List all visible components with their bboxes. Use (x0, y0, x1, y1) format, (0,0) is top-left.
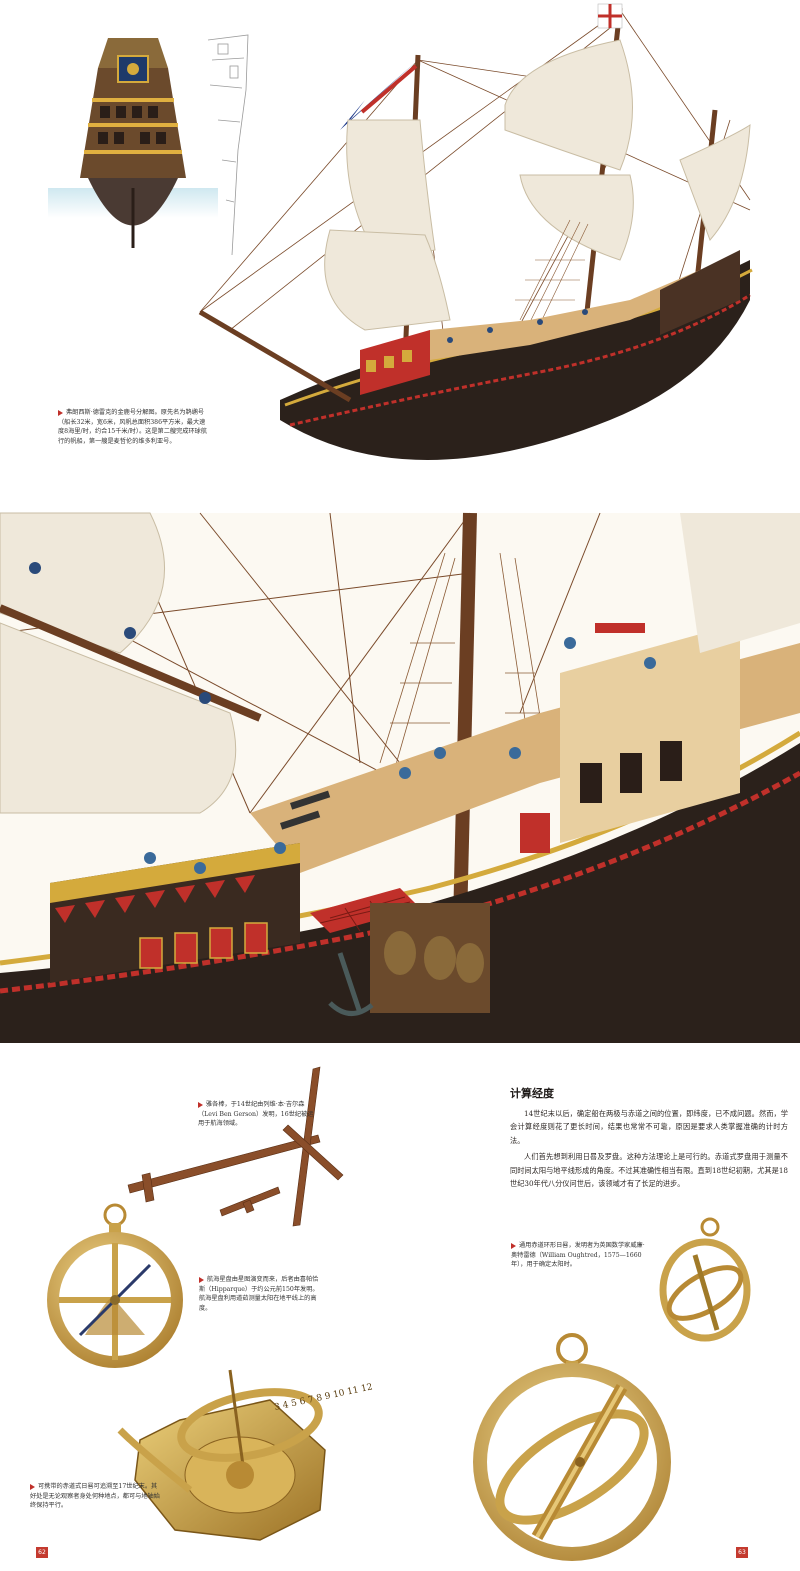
ring-dial-caption: 通用赤道环形日晷，发明者为英国数学家威廉·奥特雷德（William Oughtr… (511, 1242, 645, 1269)
hull-profile-drawing (207, 34, 249, 256)
golden-hind-illustration (198, 3, 753, 460)
article-title: 计算经度 (510, 1087, 554, 1100)
cross-staff-caption: 雅各棒，于14世纪由列维·本·吉尔森（Levi Ben Gerson）发明，16… (198, 1101, 314, 1128)
caption-marker-icon (511, 1242, 516, 1249)
caption-marker-icon (30, 1483, 35, 1490)
article-paragraph: 人们首先想到利用日晷及罗盘。这种方法理论上是可行的。赤道式罗盘用于测量不同时间太… (510, 1152, 788, 1189)
equatorial-sundial-illustration: 3 4 5 6 7 8 9 10 11 12 (117, 1369, 374, 1541)
ship-cutaway-illustration (0, 512, 800, 1043)
caption-marker-icon (58, 409, 63, 416)
page-number-right: 63 (736, 1547, 748, 1558)
ship-caption: 弗朗西斯·德雷克的金鹿号分解图。原先名为鹈鹕号（船长32米，宽6米，风帆总面积3… (58, 409, 208, 445)
stern-view-illustration (48, 38, 218, 248)
instruments-section: 雅各棒，于14世纪由列维·本·吉尔森（Levi Ben Gerson）发明，16… (0, 1045, 800, 1571)
astrolabe-illustration (47, 1203, 183, 1368)
astrolabe-caption: 航海星盘由星图演变而来，后者由喜帕恰斯（Hipparque）于约公元前150年发… (199, 1276, 319, 1312)
sundial-caption: 可携带的赤道式日晷可追溯至17世纪末。其好处是无论观察者身处何种地点，都可与地轴… (30, 1483, 160, 1510)
page-number-left: 62 (36, 1547, 48, 1558)
dial-numerals: 3 4 5 6 7 8 9 10 11 12 (274, 1382, 374, 1413)
small-ring-dial-illustration (659, 1217, 751, 1342)
article-paragraph: 14世纪末以后，确定船在两极与赤道之间的位置，即纬度，已不成问题。然而，学会计算… (510, 1109, 788, 1145)
universal-ring-dial-illustration (473, 1333, 671, 1561)
cross-staff-illustration (127, 1066, 344, 1227)
article: 计算经度 14世纪末以后，确定船在两极与赤道之间的位置，即纬度，已不成问题。然而… (510, 1085, 788, 1193)
cutaway-detail-section (0, 512, 800, 1043)
caption-marker-icon (199, 1276, 204, 1283)
ship-overview-section: 弗朗西斯·德雷克的金鹿号分解图。原先名为鹈鹕号（船长32米，宽6米，风帆总面积3… (0, 0, 800, 510)
caption-marker-icon (198, 1101, 203, 1108)
